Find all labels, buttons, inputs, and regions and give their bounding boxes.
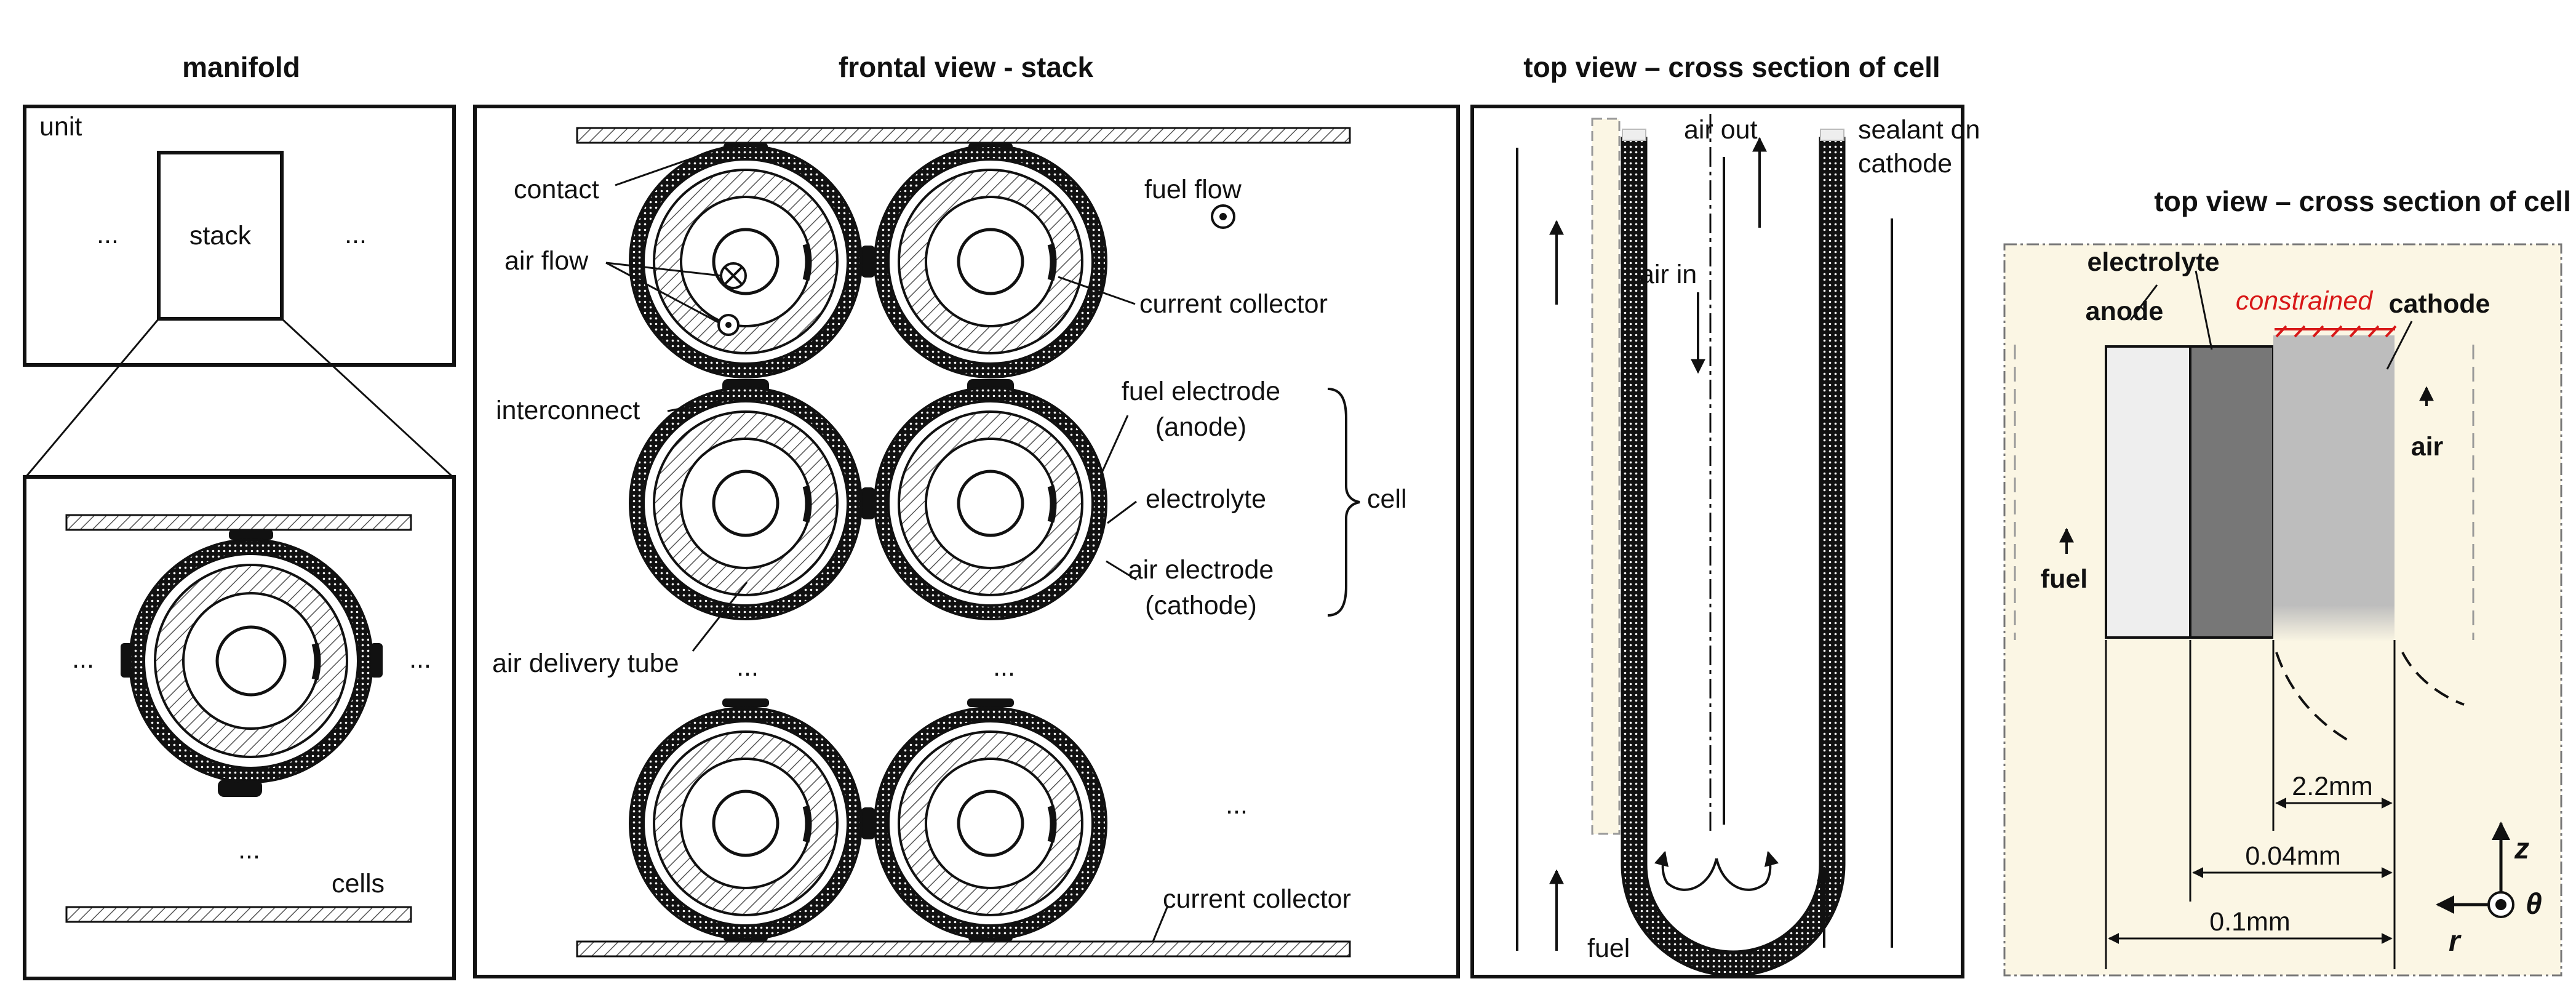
anode-layer xyxy=(2105,345,2191,639)
dots-right: ... xyxy=(345,220,367,249)
current-collector-plate-top xyxy=(576,127,1351,144)
side-interconnect xyxy=(861,487,875,519)
dots-col2: ... xyxy=(993,652,1015,682)
sealant-label: sealant on xyxy=(1858,115,1980,145)
manifold-plate-bottom xyxy=(65,906,412,923)
air-electrode-cathode-label: (cathode) xyxy=(1145,591,1257,620)
current-collector-plate-bottom xyxy=(576,940,1351,958)
stack-box xyxy=(157,151,284,321)
axis-z-label: z xyxy=(2514,833,2529,865)
current-collector-label-top: current collector xyxy=(1139,289,1328,319)
sealant-cathode-label: cathode xyxy=(1858,149,1952,178)
air-delivery-tube-label: air delivery tube xyxy=(492,649,679,678)
constrained-label: constrained xyxy=(2236,286,2374,316)
axis-theta-label: θ xyxy=(2526,888,2542,921)
fuel-label-wall: fuel xyxy=(2041,564,2088,594)
cathode-label-wall: cathode xyxy=(2389,289,2490,319)
cell-section-panel: air out sealant on cathode air in fuel xyxy=(1470,105,1980,978)
axis-r-label: r xyxy=(2449,925,2462,958)
fuel-label-section: fuel xyxy=(1587,934,1630,963)
current-collector-contact xyxy=(802,805,812,843)
electrolyte-label-wall: electrolyte xyxy=(2087,247,2219,277)
current-collector-contact xyxy=(802,485,812,523)
dots-right: ... xyxy=(1226,790,1248,820)
cell-wall-flow-arrows xyxy=(2059,386,2434,554)
coordinate-axes xyxy=(2436,822,2514,918)
current-collector-contact xyxy=(1047,485,1057,523)
dots-col1: ... xyxy=(736,652,759,682)
cells-dots-right: ... xyxy=(409,644,431,674)
air-label-wall: air xyxy=(2411,432,2444,462)
air-delivery-tube xyxy=(712,470,780,537)
cell-section-highlight xyxy=(1591,118,1621,835)
electrolyte-layer xyxy=(2189,345,2275,639)
air-flow-label: air flow xyxy=(504,246,589,276)
air-delivery-tube xyxy=(712,790,780,857)
anode-label: anode xyxy=(2086,297,2164,326)
air-delivery-tube xyxy=(957,790,1024,857)
cell-brace xyxy=(1327,388,1360,617)
air-delivery-tube xyxy=(957,228,1024,295)
interconnect-tab xyxy=(967,698,1014,707)
electrolyte-label: electrolyte xyxy=(1146,484,1266,514)
cathode-layer xyxy=(2273,335,2395,642)
stack-label: stack xyxy=(189,221,252,250)
title-manifold: manifold xyxy=(182,51,300,83)
cell-wall-dimensions xyxy=(2105,270,2413,969)
cells-box xyxy=(23,475,456,980)
air-delivery-tube xyxy=(957,470,1024,537)
current-collector-contact xyxy=(802,243,812,281)
title-cell-top-view: top view – cross section of cell xyxy=(1523,51,1940,83)
zoom-line-right xyxy=(281,318,454,478)
dim-electrolyte-label: 0.04mm xyxy=(2245,841,2340,871)
manifold-plate-top xyxy=(65,514,412,531)
fuel-electrode-anode-label: (anode) xyxy=(1155,412,1246,442)
interconnect-tab xyxy=(722,698,769,707)
sealant-left xyxy=(1622,129,1646,141)
contact-label: contact xyxy=(514,175,599,204)
current-collector-contact xyxy=(1047,243,1057,281)
dim-cathode-label: 2.2mm xyxy=(2292,772,2372,801)
cells-dots-left: ... xyxy=(72,644,94,674)
cell-label: cell xyxy=(1367,484,1407,514)
dim-anode-label: 0.1mm xyxy=(2209,907,2290,937)
title-stack: frontal view - stack xyxy=(839,51,1094,83)
cell-wall-dashed-guides xyxy=(2014,345,2474,640)
current-collector-contact xyxy=(1047,805,1057,843)
cells-dots-bottom: ... xyxy=(238,835,260,865)
fuel-flow-label: fuel flow xyxy=(1144,175,1242,204)
cathode-curvature xyxy=(2275,652,2465,743)
stack-leader-lines xyxy=(605,145,1169,942)
cell-wall-panel: electrolyte anode constrained cathode ai… xyxy=(2003,243,2562,977)
dots-left: ... xyxy=(97,220,119,249)
sealant-right xyxy=(1820,129,1844,141)
side-interconnect xyxy=(861,807,875,839)
manifold-cell xyxy=(121,530,383,797)
air-in-label: air in xyxy=(1640,260,1697,289)
manifold-panel: unit stack ... ... ... ... ... cells xyxy=(23,105,456,980)
title-cell-wall: top view – cross section of cell wall xyxy=(2154,185,2576,217)
air-out-label: air out xyxy=(1684,115,1758,145)
cell-section-frame xyxy=(1470,105,1964,978)
current-collector-label-bottom: current collector xyxy=(1163,884,1351,914)
stack-frame xyxy=(473,105,1460,978)
unit-label: unit xyxy=(39,112,82,142)
interconnect-label: interconnect xyxy=(496,396,640,425)
fuel-electrode-label: fuel electrode xyxy=(1122,377,1280,406)
constrained-marks xyxy=(2275,325,2397,338)
unit-box xyxy=(23,105,456,367)
zoom-line-left xyxy=(25,318,160,478)
air-electrode-label: air electrode xyxy=(1128,555,1274,585)
cells-label: cells xyxy=(332,869,385,898)
stack-cells xyxy=(629,143,1107,942)
side-interconnect xyxy=(861,246,875,278)
cell-tube-wall xyxy=(1621,137,1846,977)
flow-arrows xyxy=(1516,137,1893,951)
stack-panel: contact air flow fuel flow current colle… xyxy=(473,105,1460,978)
